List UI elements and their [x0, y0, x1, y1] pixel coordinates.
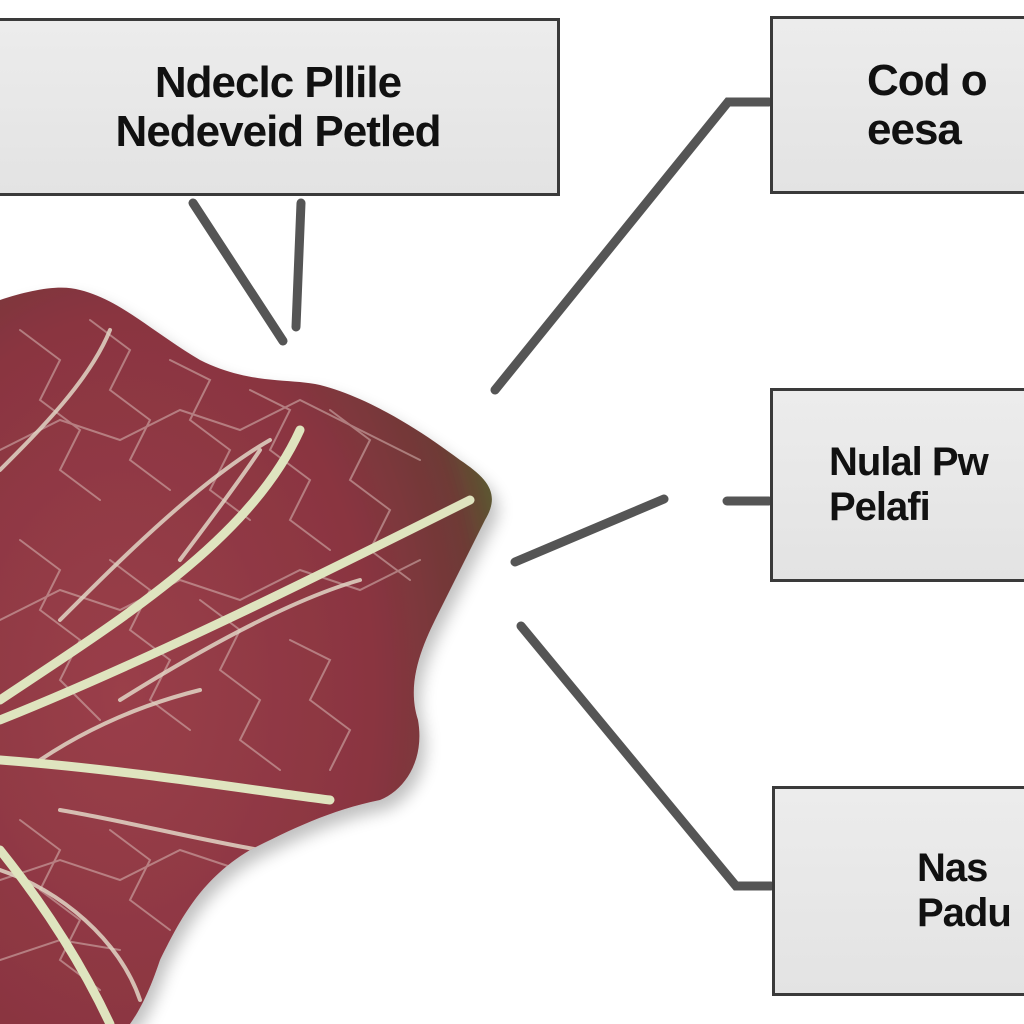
callout-middle-right-line1: Nulal Pw	[829, 440, 989, 485]
callout-box-middle-right: Nulal Pw Pelafi	[770, 388, 1024, 582]
connector-lines	[188, 97, 776, 891]
callout-middle-right-line2: Pelafi	[829, 485, 931, 529]
callout-box-bottom-right: Nas Padu	[772, 786, 1024, 996]
connector-top-right	[490, 97, 774, 395]
callout-top-left-line1: Ndeclc Pllile	[154, 57, 402, 107]
callout-bottom-right-line2: Padu	[917, 891, 1012, 935]
callout-box-top-right: Cod o eesa	[770, 16, 1024, 194]
callout-top-right-line1: Cod o	[867, 55, 988, 105]
callout-box-top-left: Ndeclc Pllile Nedeveid Petled	[0, 18, 560, 196]
connector-top-left-a	[188, 198, 288, 346]
leaf-icon	[0, 287, 492, 1024]
callout-bottom-right-line1: Nas	[917, 846, 988, 891]
connector-bottom-right	[516, 621, 776, 891]
callout-top-left-line2: Nedeveid Petled	[115, 107, 442, 156]
connector-top-left-b	[291, 198, 306, 332]
connector-mid-right-a	[510, 494, 669, 567]
callout-top-right-line2: eesa	[867, 105, 962, 154]
